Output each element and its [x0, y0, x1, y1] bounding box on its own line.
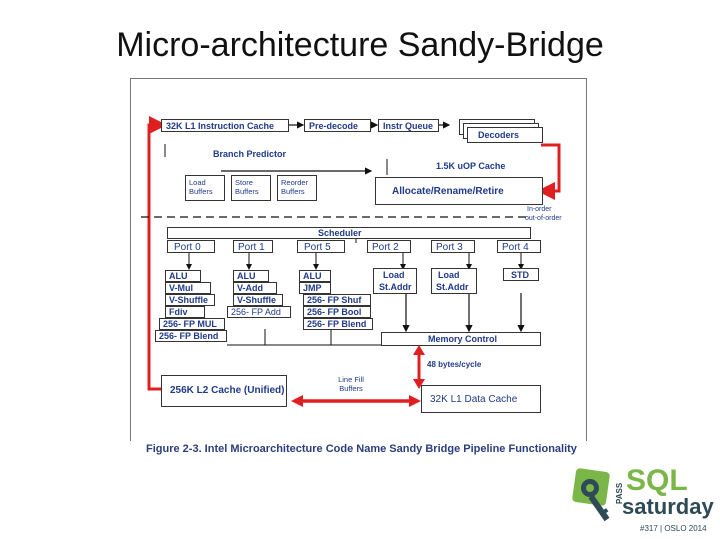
allocate-rename-retire-box: Allocate/Rename/Retire [375, 177, 543, 205]
port-0-unit-alu: ALU [165, 270, 201, 282]
sql-label: SQL [626, 464, 688, 497]
port-5-box: Port 5 [297, 240, 345, 253]
decoders-box: Decoders [467, 127, 543, 143]
port-4-unit-label: STD [511, 270, 529, 280]
port-2-unit-label: St.Addr [379, 282, 412, 292]
scheduler-label: Scheduler [318, 228, 362, 238]
decoders-label: Decoders [478, 130, 520, 140]
port-1-unit-label: 256- FP Add [231, 307, 281, 317]
uop-cache-label: 1.5K uOP Cache [436, 161, 506, 171]
port-5-unit-fpblend: 256- FP Blend [303, 318, 373, 330]
port-5-unit-label: JMP [303, 283, 322, 293]
port-0-unit-fdiv: Fdiv [165, 306, 205, 318]
l1-instruction-cache-box: 32K L1 Instruction Cache [161, 119, 289, 132]
port-4-box: Port 4 [497, 240, 541, 253]
event-label: #317 | OSLO 2014 [640, 524, 707, 533]
l1-instruction-cache-label: 32K L1 Instruction Cache [166, 121, 275, 131]
port-1-unit-label: ALU [237, 271, 256, 281]
port-3-unit-label: St.Addr [436, 282, 469, 292]
diagram-lines [141, 116, 561, 407]
port-3-box: Port 3 [431, 240, 475, 253]
key-icon [572, 468, 610, 522]
bandwidth-label: 48 bytes/cycle [427, 360, 482, 369]
port-3-label: Port 3 [436, 242, 463, 253]
instr-queue-label: Instr Queue [383, 121, 434, 131]
port-0-unit-vshuffle: V-Shuffle [165, 294, 215, 306]
port-2-box: Port 2 [367, 240, 411, 253]
memory-control-label: Memory Control [428, 334, 498, 344]
port-5-unit-alu: ALU [299, 270, 331, 282]
port-0-unit-label: Fdiv [169, 307, 188, 317]
predecode-box: Pre-decode [304, 119, 371, 132]
figure-caption: Figure 2-3. Intel Microarchitecture Code… [146, 443, 577, 455]
port-5-label: Port 5 [304, 242, 331, 253]
instr-queue-box: Instr Queue [378, 119, 439, 132]
port-3-unit-load: Load St.Addr [431, 268, 477, 294]
pipeline-diagram: 32K L1 Instruction Cache Pre-decode Inst… [130, 78, 587, 441]
sqlsaturday-logo: PASS SQL saturday #317 | OSLO 2014 [570, 464, 720, 540]
port-3-unit-label: Load [438, 270, 460, 280]
line-fill-buffers-label: Line Fill Buffers [338, 375, 364, 393]
l2-cache-label: 256K L2 Cache (Unified) [170, 385, 285, 396]
port-0-unit-label: ALU [169, 271, 188, 281]
load-buffers-label: Load Buffers [189, 178, 213, 196]
port-0-unit-fpmul: 256- FP MUL [159, 318, 225, 330]
memory-control-box: Memory Control [381, 332, 541, 346]
load-buffers-box: Load Buffers [185, 175, 225, 201]
port-5-unit-label: 256- FP Blend [307, 319, 367, 329]
port-1-unit-label: V-Shuffle [237, 295, 277, 305]
port-2-label: Port 2 [372, 242, 399, 253]
reorder-buffers-label: Reorder Buffers [281, 178, 309, 196]
port-1-unit-vadd: V-Add [233, 282, 277, 294]
port-0-box: Port 0 [167, 240, 215, 253]
allocate-rename-retire-label: Allocate/Rename/Retire [392, 186, 504, 197]
slide-title: Micro-architecture Sandy-Bridge [116, 26, 604, 64]
port-2-unit-label: Load [383, 270, 405, 280]
port-1-unit-fpadd: 256- FP Add [227, 306, 291, 318]
port-1-label: Port 1 [238, 242, 265, 253]
l1-data-cache-box: 32K L1 Data Cache [421, 385, 541, 413]
port-0-unit-label: 256- FP MUL [163, 319, 217, 329]
port-5-unit-fpbool: 256- FP Bool [303, 306, 371, 318]
port-1-unit-alu: ALU [233, 270, 269, 282]
port-4-unit-std: STD [503, 268, 539, 281]
port-0-unit-label: 256- FP Blend [159, 331, 219, 341]
port-5-unit-fpshuf: 256- FP Shuf [303, 294, 371, 306]
port-5-unit-label: 256- FP Shuf [307, 295, 362, 305]
store-buffers-label: Store Buffers [235, 178, 259, 196]
port-0-label: Port 0 [174, 242, 201, 253]
port-0-unit-label: V-Shuffle [169, 295, 209, 305]
port-5-unit-label: 256- FP Bool [307, 307, 362, 317]
saturday-label: saturday [622, 494, 714, 519]
store-buffers-box: Store Buffers [231, 175, 271, 201]
in-order-label: In-order [527, 206, 552, 213]
port-0-unit-vmul: V-Mul [165, 282, 211, 294]
port-4-label: Port 4 [502, 242, 529, 253]
port-1-box: Port 1 [233, 240, 273, 253]
l1-data-cache-label: 32K L1 Data Cache [430, 394, 518, 405]
port-0-unit-fpblend: 256- FP Blend [155, 330, 227, 342]
predecode-label: Pre-decode [309, 121, 359, 131]
out-of-order-label: out-of-order [525, 215, 562, 222]
port-0-unit-label: V-Mul [169, 283, 193, 293]
port-2-unit-load: Load St.Addr [373, 268, 417, 294]
port-1-unit-vshuffle: V-Shuffle [233, 294, 283, 306]
branch-predictor-label: Branch Predictor [213, 149, 287, 159]
port-5-unit-jmp: JMP [299, 282, 331, 294]
reorder-buffers-box: Reorder Buffers [277, 175, 317, 201]
port-5-unit-label: ALU [303, 271, 322, 281]
scheduler-box: Scheduler [167, 227, 531, 239]
port-1-unit-label: V-Add [237, 283, 263, 293]
l2-cache-box: 256K L2 Cache (Unified) [161, 375, 287, 407]
